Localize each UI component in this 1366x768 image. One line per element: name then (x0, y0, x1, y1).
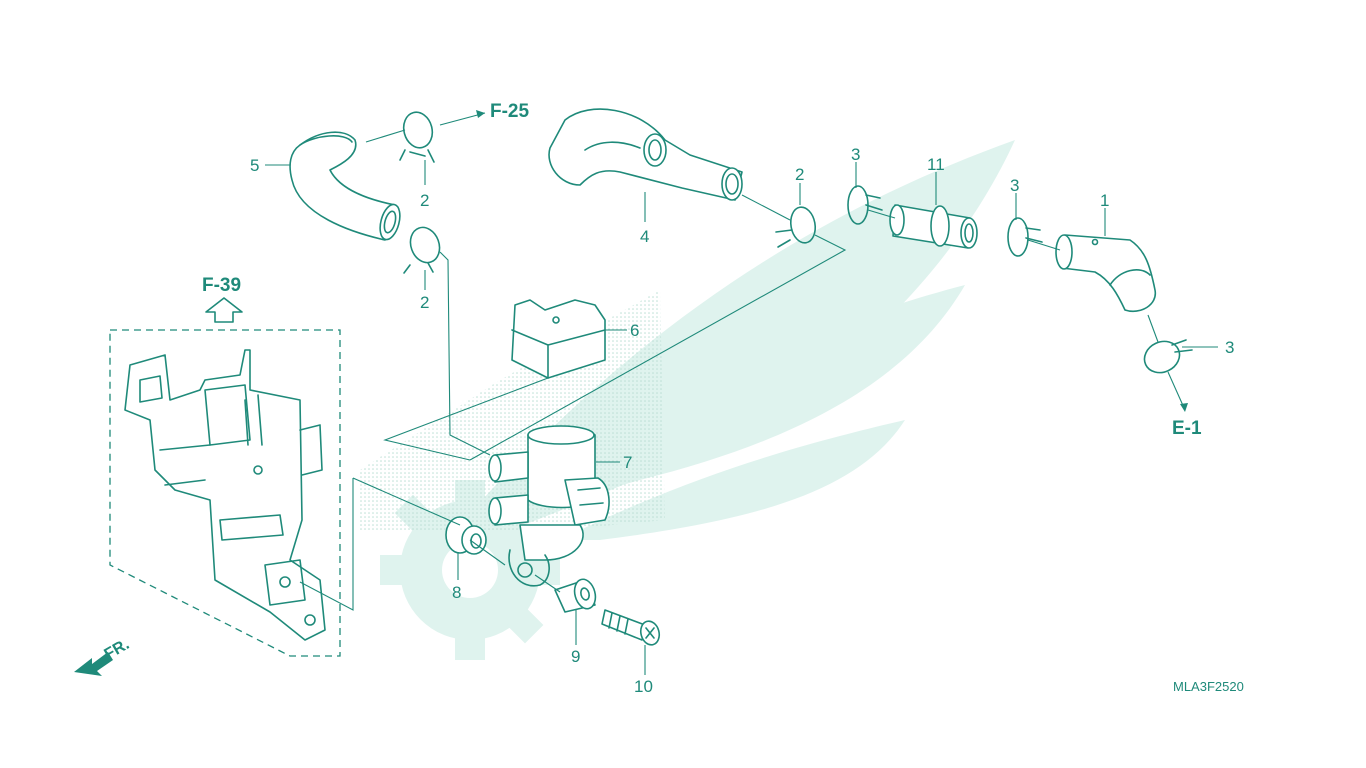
hose-part-4 (548, 108, 743, 201)
bracket-detail-box (109, 329, 341, 657)
callout-9: 9 (571, 647, 580, 666)
f39-arrow-icon (205, 297, 243, 323)
grommet-part-8 (445, 516, 487, 555)
callout-2-right: 2 (795, 165, 804, 184)
callout-numbers: 1 2 2 2 3 3 3 4 5 6 7 8 9 10 11 (250, 145, 1234, 696)
hose-part-1 (1055, 234, 1156, 312)
callout-1: 1 (1100, 191, 1109, 210)
clamp-2-right (775, 206, 817, 248)
callout-6: 6 (630, 321, 639, 340)
valve-part-7 (488, 425, 610, 587)
callout-5: 5 (250, 156, 259, 175)
callout-2-top: 2 (420, 191, 429, 210)
cover-part-6 (511, 299, 606, 379)
ref-e1[interactable]: E-1 (1172, 418, 1202, 439)
clamp-3-left (847, 185, 883, 225)
callout-11: 11 (927, 155, 945, 174)
front-arrow-icon (74, 652, 113, 676)
callout-10: 10 (634, 677, 653, 696)
clamp-2-top (399, 111, 435, 163)
ref-f25[interactable]: F-25 (490, 101, 530, 122)
leader-lines (265, 110, 1218, 675)
callout-4: 4 (640, 227, 649, 246)
bolt-part-10 (601, 609, 661, 646)
joint-part-11 (889, 204, 978, 249)
callout-8: 8 (452, 583, 461, 602)
clamp-3-middle (1007, 217, 1043, 257)
clamp-2-middle (403, 226, 441, 274)
callout-3-left: 3 (851, 145, 860, 164)
mounting-bracket (124, 349, 326, 641)
callout-3-middle: 3 (1010, 176, 1019, 195)
collar-part-9 (554, 578, 597, 613)
callout-3-bottom: 3 (1225, 338, 1234, 357)
callout-7: 7 (623, 453, 632, 472)
ref-f39[interactable]: F-39 (202, 275, 241, 296)
clamp-3-bottom (1143, 339, 1193, 374)
callout-2-middle: 2 (420, 293, 429, 312)
diagram-code: MLA3F2520 (1173, 679, 1244, 694)
hose-part-5 (289, 131, 401, 241)
